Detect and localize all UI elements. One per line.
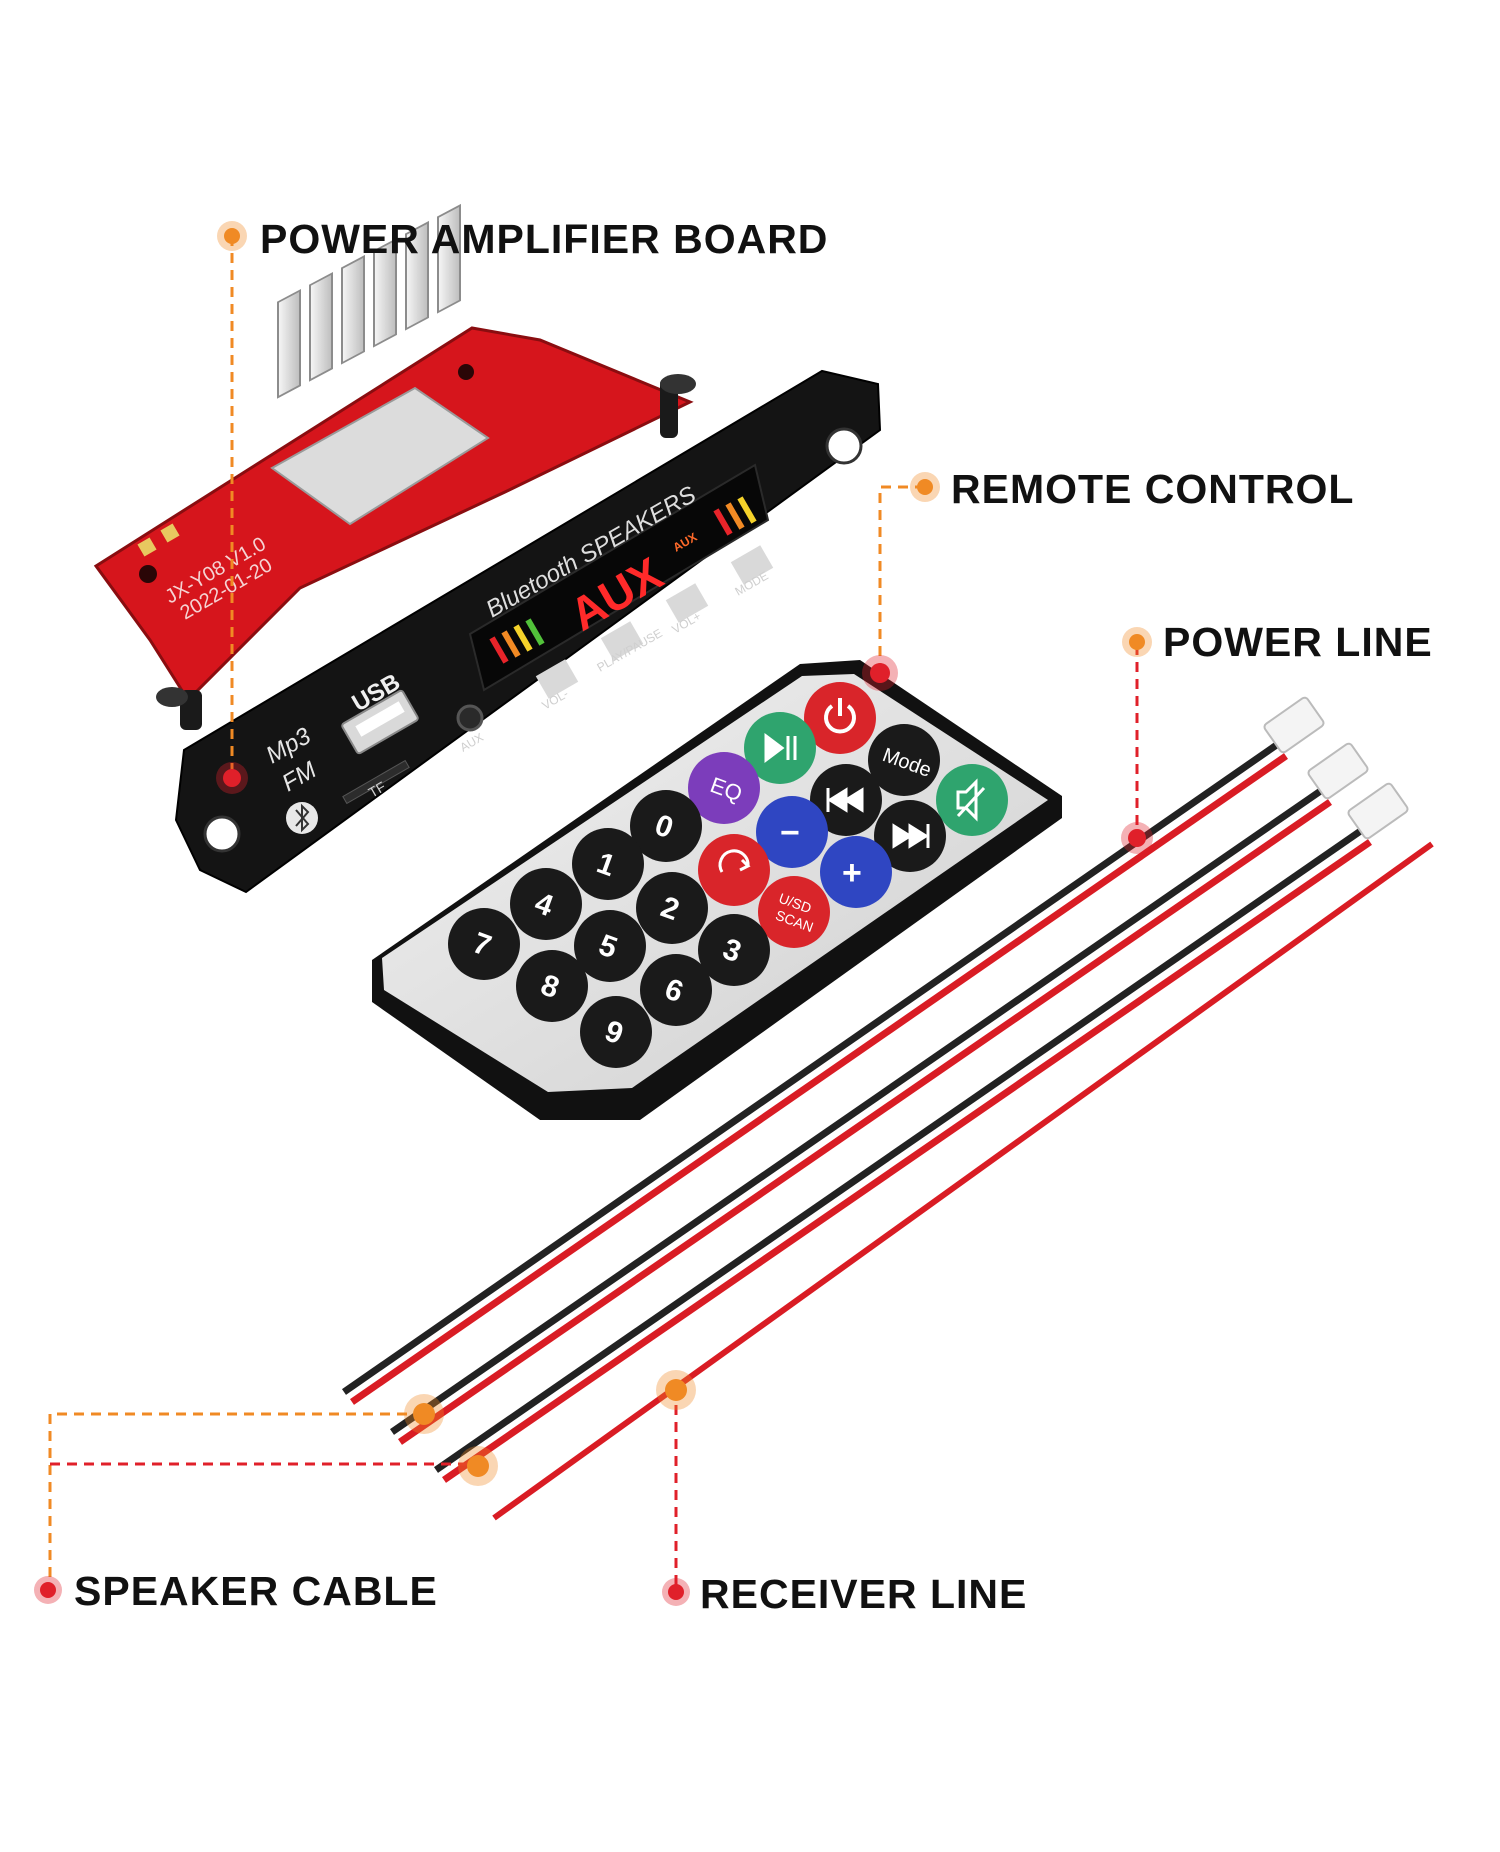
- speaker-cable-wire: [390, 742, 1369, 1445]
- remote-plus-label: +: [842, 854, 862, 892]
- jst-connector-1: [1263, 696, 1325, 754]
- mute-icon: [956, 778, 986, 822]
- play-pause-button[interactable]: [600, 621, 644, 661]
- play-pause-icon: [764, 733, 797, 763]
- repeat-icon: [718, 849, 751, 873]
- remote-three-button[interactable]: [698, 914, 770, 986]
- remote-six-button[interactable]: [640, 954, 712, 1026]
- remote-one-button[interactable]: [572, 828, 644, 900]
- label-remote-control: REMOTE CONTROL: [951, 466, 1355, 512]
- label-power-line: POWER LINE: [1163, 619, 1433, 665]
- power-line-cable: [342, 696, 1325, 1405]
- tf-label: TF: [366, 778, 389, 800]
- remote-plus-button[interactable]: [820, 836, 892, 908]
- remote-zero-button[interactable]: [630, 790, 702, 862]
- mount-hole-left: [203, 815, 241, 853]
- jst-connector-2: [1307, 742, 1369, 800]
- label-speaker-cable: SPEAKER CABLE: [74, 1568, 438, 1614]
- callout-leaders: [48, 236, 1139, 1588]
- tf-slot[interactable]: [342, 759, 410, 805]
- remote-mode-button[interactable]: [868, 724, 940, 796]
- mount-hole-right: [825, 427, 863, 465]
- power-icon: [824, 698, 856, 734]
- vol-minus-button[interactable]: [535, 659, 579, 699]
- remote-eq-button[interactable]: [688, 752, 760, 824]
- remote-usd-scan-button[interactable]: [758, 876, 830, 948]
- next-icon: [892, 823, 930, 849]
- remote-control: Mode EQ − + U/SD SCAN 0 1 2 3: [372, 660, 1062, 1120]
- remote-repeat-button[interactable]: [698, 834, 770, 906]
- remote-two-button[interactable]: [636, 872, 708, 944]
- remote-nine-button[interactable]: [580, 996, 652, 1068]
- heatsink: [270, 203, 490, 526]
- remote-five-button[interactable]: [574, 910, 646, 982]
- remote-seven-button[interactable]: [448, 908, 520, 980]
- jst-connector-3: [1347, 782, 1409, 840]
- remote-power-button[interactable]: [804, 682, 876, 754]
- remote-eight-button[interactable]: [516, 950, 588, 1022]
- level-meter-left: [489, 618, 545, 664]
- speaker-cable-wire-2: [434, 782, 1409, 1483]
- label-receiver-line: RECEIVER LINE: [700, 1571, 1028, 1617]
- prev-icon: [826, 787, 864, 813]
- aux-jack[interactable]: [456, 704, 484, 732]
- remote-minus-label: −: [780, 814, 800, 852]
- pcb: [93, 326, 694, 703]
- level-meter-right: [713, 496, 757, 536]
- remote-four-button[interactable]: [510, 868, 582, 940]
- receiver-line-wire: [492, 841, 1434, 1521]
- remote-minus-button[interactable]: [756, 796, 828, 868]
- label-power-amplifier-board: POWER AMPLIFIER BOARD: [260, 216, 829, 262]
- led-display: [468, 463, 770, 692]
- callout-markers: [34, 221, 1153, 1606]
- mode-button[interactable]: [730, 545, 774, 585]
- vol-plus-button[interactable]: [665, 583, 709, 623]
